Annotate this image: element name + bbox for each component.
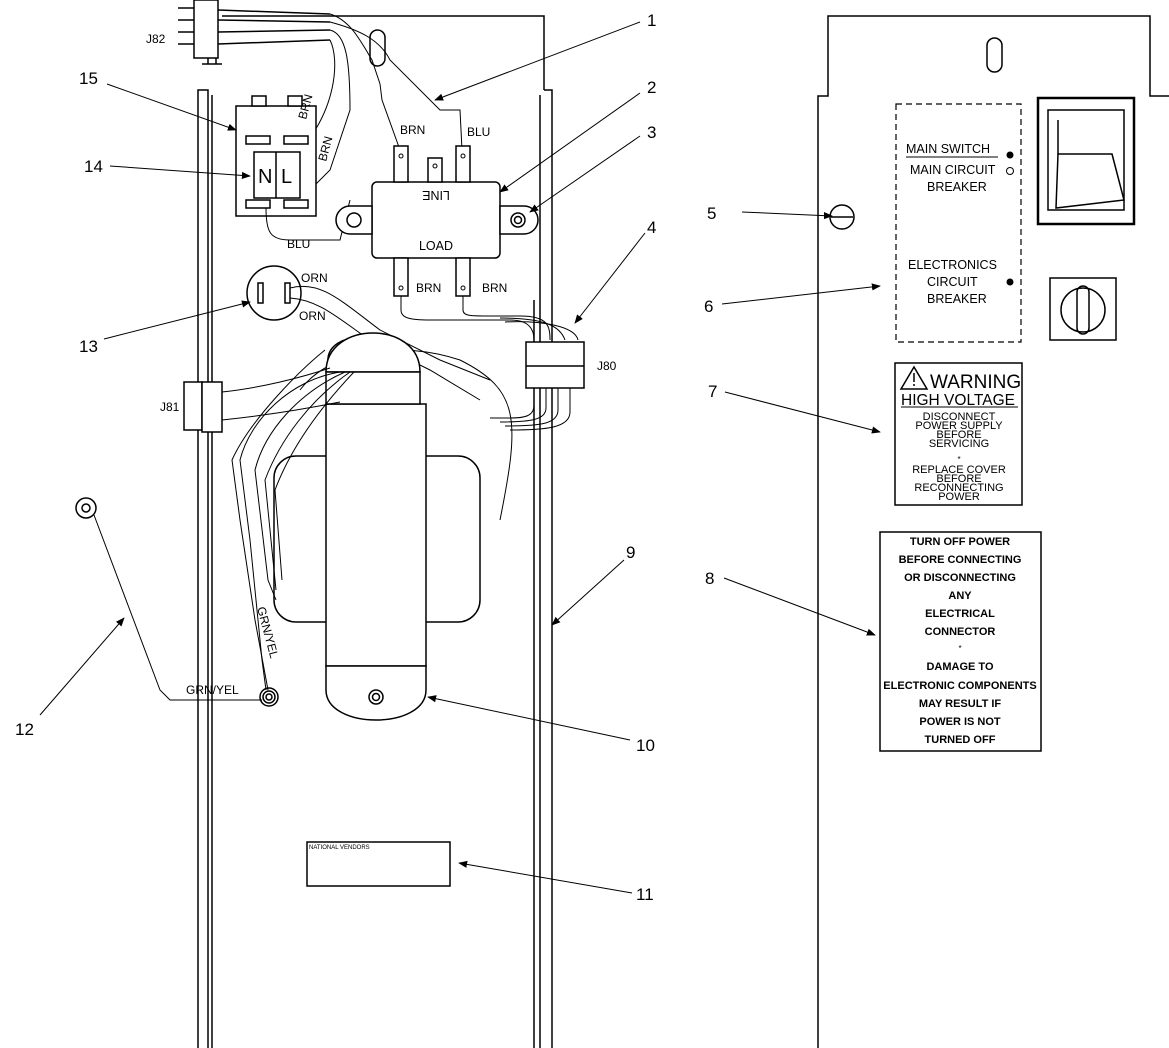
- j81-connector: [183, 367, 341, 433]
- j82-connector: [178, 0, 331, 65]
- callout-11: 11: [636, 885, 654, 904]
- electronics-breaker-label-1: ELECTRONICS: [908, 258, 997, 272]
- callout-15: 15: [79, 69, 98, 88]
- nameplate: NATIONAL VENDORS: [306, 841, 451, 887]
- callout-13: 13: [79, 337, 98, 356]
- j81-label: J81: [160, 400, 180, 414]
- wire-label-orn-bottom: ORN: [299, 309, 326, 323]
- transformer: [273, 332, 513, 721]
- load-wires: [400, 296, 579, 341]
- terminal-l-label: L: [281, 166, 292, 188]
- callout-leaders: [39, 21, 881, 894]
- warning-title: WARNING: [930, 372, 1021, 393]
- right-mounting-slot: [986, 37, 1003, 73]
- notice-line-5: ELECTRICAL: [925, 608, 995, 620]
- notice-line-11: POWER IS NOT: [919, 716, 1001, 728]
- callout-numbers: 1 2 3 4 5 6 7 8 9 10 11 12 13 14 15: [15, 11, 717, 904]
- switch-plate: MAIN SWITCH MAIN CIRCUIT BREAKER ELECTRO…: [895, 103, 1022, 343]
- electronics-breaker[interactable]: [1049, 277, 1117, 341]
- warning-label: WARNING HIGH VOLTAGE DISCONNECT POWER SU…: [894, 362, 1023, 506]
- mounting-slot: [369, 29, 386, 67]
- callout-9: 9: [626, 543, 635, 562]
- nameplate-label: NATIONAL VENDORS: [309, 845, 370, 851]
- main-breaker-label-2: BREAKER: [927, 180, 987, 194]
- j82-label: J82: [146, 32, 166, 46]
- warning-line-7: BEFORE: [936, 473, 981, 485]
- filter-load-label: LOAD: [419, 239, 453, 253]
- callout-5: 5: [707, 204, 716, 223]
- warning-line-6: REPLACE COVER: [912, 464, 1006, 476]
- callout-8: 8: [705, 569, 714, 588]
- warning-line-5: *: [957, 455, 960, 464]
- main-breaker-label-1: MAIN CIRCUIT: [910, 163, 996, 177]
- callout-14: 14: [84, 157, 103, 176]
- notice-line-1: TURN OFF POWER: [910, 536, 1010, 548]
- warning-line-2: POWER SUPPLY: [915, 420, 1003, 432]
- warning-line-8: RECONNECTING: [914, 482, 1003, 494]
- callout-3: 3: [647, 123, 656, 142]
- right-panel: [817, 15, 1169, 1048]
- notice-line-4: ANY: [948, 590, 972, 602]
- callout-4: 4: [647, 218, 656, 237]
- warning-line-1: DISCONNECT: [923, 411, 996, 423]
- ground-stud: [75, 497, 279, 707]
- callout-7: 7: [708, 382, 717, 401]
- wire-label-brn-diagonal-2: BRN: [315, 135, 335, 163]
- terminal-n-label: N: [258, 166, 272, 188]
- j80-label: J80: [597, 359, 617, 373]
- callout-6: 6: [704, 297, 713, 316]
- notice-line-9: ELECTRONIC COMPONENTS: [883, 680, 1036, 692]
- wire-label-grn-yel-vertical: GRN/YEL: [254, 605, 281, 660]
- warning-line-9: POWER: [938, 491, 980, 503]
- notice-line-2: BEFORE CONNECTING: [899, 554, 1022, 566]
- wire-label-orn-top: ORN: [301, 271, 328, 285]
- callout-10: 10: [636, 736, 655, 755]
- electronics-breaker-label-3: BREAKER: [927, 292, 987, 306]
- wire-label-brn-load-right: BRN: [482, 281, 507, 295]
- main-switch-label: MAIN SWITCH: [906, 142, 990, 156]
- warning-line-4: SERVICING: [929, 438, 989, 450]
- wire-label-blu: BLU: [467, 125, 490, 139]
- notice-line-7: *: [958, 644, 961, 653]
- cover-screw: [829, 204, 855, 230]
- notice-line-6: CONNECTOR: [925, 626, 996, 638]
- transformer-leads: [231, 349, 355, 691]
- wire-label-blu-bottom: BLU: [287, 237, 310, 251]
- wire-label-brn-load-left: BRN: [416, 281, 441, 295]
- callout-2: 2: [647, 78, 656, 97]
- notice-line-10: MAY RESULT IF: [919, 698, 1002, 710]
- electronics-breaker-label-2: CIRCUIT: [927, 275, 978, 289]
- line-filter: LINE LOAD: [335, 145, 539, 297]
- notice-line-12: TURNED OFF: [925, 734, 996, 746]
- power-terminal-block: N L: [235, 95, 351, 241]
- wire-label-brn-diagonal: BRN: [295, 93, 315, 121]
- wire-label-brn: BRN: [400, 123, 425, 137]
- notice-line-3: OR DISCONNECTING: [904, 572, 1016, 584]
- warning-line-3: BEFORE: [936, 429, 981, 441]
- j80-connector: [490, 341, 585, 431]
- callout-12: 12: [15, 720, 34, 739]
- filter-line-label: LINE: [422, 188, 450, 202]
- callout-1: 1: [647, 11, 656, 30]
- wire-label-grn-yel-horizontal: GRN/YEL: [186, 683, 239, 697]
- main-switch[interactable]: [1036, 96, 1136, 226]
- notice-line-8: DAMAGE TO: [926, 661, 993, 673]
- notice-label: TURN OFF POWER BEFORE CONNECTING OR DISC…: [879, 531, 1042, 752]
- warning-subtitle: HIGH VOLTAGE: [901, 392, 1015, 409]
